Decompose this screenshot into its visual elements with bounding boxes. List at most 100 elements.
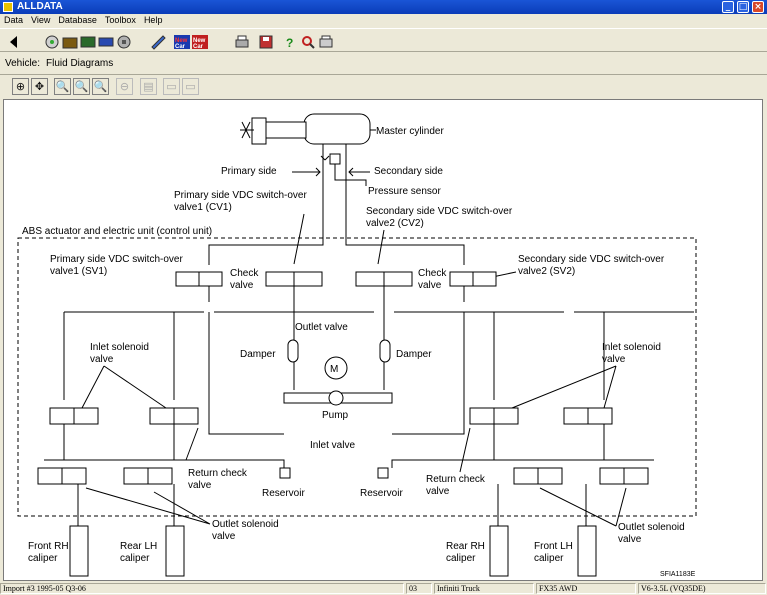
search-button[interactable] — [298, 32, 316, 50]
notes-icon — [151, 35, 166, 50]
svg-text:Car: Car — [193, 44, 204, 50]
outlet-solenoid-left-line1: Outlet solenoid — [212, 519, 279, 530]
check-valve-left-line1: Check — [230, 268, 259, 279]
print-preview-icon — [319, 35, 333, 48]
master-cylinder-label: Master cylinder — [376, 126, 444, 137]
reservoir-left-graphic — [279, 467, 291, 479]
cv2-label-line1: Secondary side VDC switch-over — [366, 206, 513, 217]
fluid-diagram: Master cylinder Primary side Secondary s… — [17, 113, 697, 578]
svg-text:New: New — [193, 38, 206, 44]
export-diagram-button[interactable]: ▭ — [182, 78, 199, 95]
menu-help[interactable]: Help — [143, 15, 163, 25]
caliper-rear-lh-graphic — [165, 525, 185, 577]
zoom-in-icon: 🔍 — [55, 80, 70, 93]
pump-motor-label: M — [330, 364, 338, 375]
status-engine: V6-3.5L (VQ35DE) — [638, 583, 766, 594]
zoom-reset-button[interactable]: ⊖ — [116, 78, 133, 95]
tsb-icon — [98, 37, 114, 47]
menu-view[interactable]: View — [31, 15, 51, 25]
vehicle-label: Vehicle: — [5, 58, 41, 69]
print-icon — [235, 35, 249, 48]
zoom-out-icon: 🔍 — [93, 80, 108, 93]
parts-icon — [117, 35, 131, 49]
caliper-rear-rh-graphic — [489, 525, 509, 577]
front-lh-label-line1: Front LH — [534, 541, 573, 552]
search-icon — [302, 36, 315, 49]
print-diagram-button[interactable]: ▤ — [140, 78, 157, 95]
check-valve-left-line2: valve — [230, 280, 254, 291]
diagram-pane[interactable]: Master cylinder Primary side Secondary s… — [3, 99, 763, 581]
save-button[interactable] — [256, 32, 274, 50]
return-check-right-line1: Return check — [426, 474, 486, 485]
status-import: Import #3 1995-05 Q3-06 — [0, 583, 404, 594]
menu-database[interactable]: Database — [58, 15, 97, 25]
folder-button[interactable] — [60, 32, 78, 50]
close-button[interactable]: × — [752, 1, 764, 13]
home-icon — [45, 35, 59, 49]
rear-lh-label-line2: caliper — [120, 553, 150, 564]
copy-diagram-button[interactable]: ▭ — [163, 78, 180, 95]
reservoir-left-label: Reservoir — [262, 488, 305, 499]
menu-toolbox[interactable]: Toolbox — [104, 15, 136, 25]
return-check-left-line2: valve — [188, 480, 212, 491]
outlet-valve-label: Outlet valve — [295, 322, 348, 333]
inlet-solenoid-left-line1: Inlet solenoid — [90, 342, 149, 353]
print-preview-button[interactable] — [316, 32, 334, 50]
help-icon: ? — [286, 36, 293, 50]
zoom-out-button[interactable]: 🔍 — [92, 78, 109, 95]
folder-icon — [62, 37, 78, 49]
svg-text:New: New — [175, 38, 188, 44]
minimize-button[interactable]: _ — [722, 1, 734, 13]
back-button[interactable] — [4, 32, 22, 50]
pan-icon: ✥ — [34, 80, 45, 93]
export-diagram-icon: ▭ — [185, 80, 196, 93]
tsb-button[interactable] — [96, 32, 114, 50]
vehicle-button[interactable] — [78, 32, 96, 50]
damper-left-label: Damper — [240, 349, 276, 360]
pump-label: Pump — [322, 410, 349, 421]
rear-rh-label-line1: Rear RH — [446, 541, 485, 552]
parts-button[interactable] — [114, 32, 132, 50]
back-icon — [10, 36, 17, 48]
reservoir-right-label: Reservoir — [360, 488, 403, 499]
return-check-right-line2: valve — [426, 486, 450, 497]
front-lh-label-line2: caliper — [534, 553, 564, 564]
help-button[interactable]: ? — [280, 32, 298, 50]
zoom-fit-button[interactable]: ⊕ — [12, 78, 29, 95]
status-bar: Import #3 1995-05 Q3-06 03 Infiniti Truc… — [0, 582, 767, 595]
reservoir-right-graphic — [377, 467, 389, 479]
abs-unit-boundary — [17, 237, 697, 517]
damper-right-label: Damper — [396, 349, 432, 360]
view-toolbar: ⊕ ✥ 🔍 🔍 🔍 ⊖ ▤ ▭ ▭ — [0, 76, 767, 98]
vehicle-icon — [80, 36, 96, 48]
zoom-in-button[interactable]: 🔍 — [54, 78, 71, 95]
home-button[interactable] — [42, 32, 60, 50]
inlet-solenoid-right-line1: Inlet solenoid — [602, 342, 661, 353]
master-cylinder-graphic — [240, 113, 376, 145]
pump-graphic — [328, 390, 344, 406]
status-model: FX35 AWD — [536, 583, 636, 594]
pan-button[interactable]: ✥ — [31, 78, 48, 95]
cv1-label-line1: Primary side VDC switch-over — [174, 190, 307, 201]
outlet-solenoid-right-line2: valve — [618, 534, 642, 545]
copy-diagram-icon: ▭ — [166, 80, 177, 93]
menu-bar: Data View Database Toolbox Help — [0, 14, 767, 27]
abs-unit-label: ABS actuator and electric unit (control … — [22, 226, 212, 237]
inlet-valve-label: Inlet valve — [310, 440, 355, 451]
caliper-front-lh-graphic — [577, 525, 597, 577]
menu-data[interactable]: Data — [4, 15, 24, 25]
notes-button[interactable] — [148, 32, 166, 50]
sv1-label-line2: valve1 (SV1) — [50, 266, 107, 277]
print-button[interactable] — [232, 32, 250, 50]
title-bar: ALLDATA _ □ × — [0, 0, 767, 14]
pump-motor-graphic — [324, 356, 348, 380]
maximize-button[interactable]: □ — [737, 1, 749, 13]
zoom-area-button[interactable]: 🔍 — [73, 78, 90, 95]
caliper-front-rh-graphic — [69, 525, 89, 577]
front-rh-label-line2: caliper — [28, 553, 58, 564]
